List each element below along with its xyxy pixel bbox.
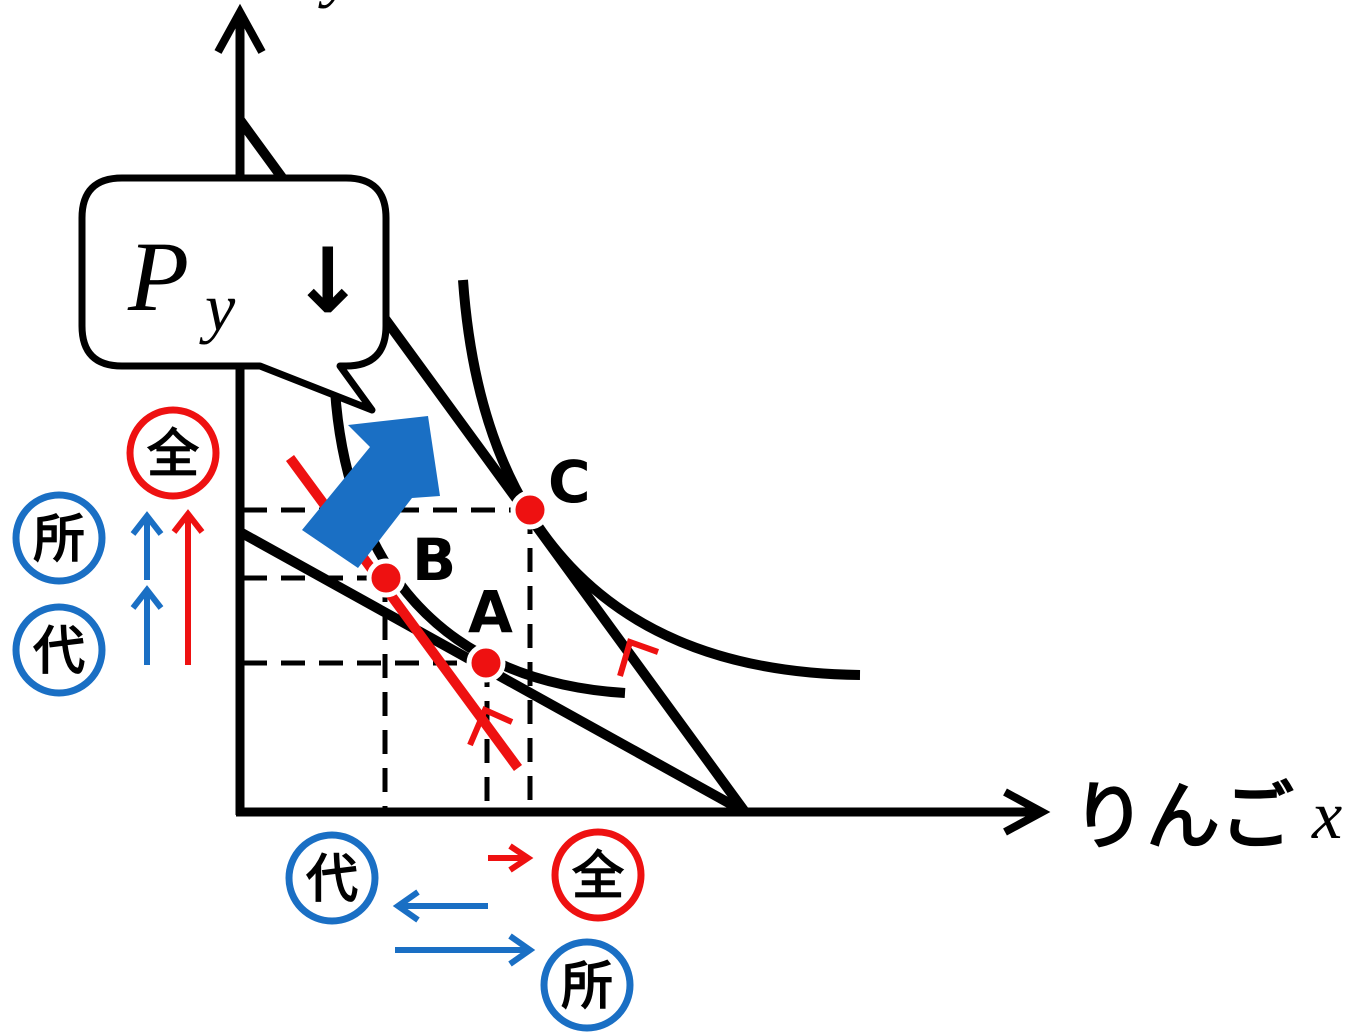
indifference-curve-high [458, 279, 861, 680]
point-c-marker [510, 490, 550, 530]
indifference-curve-low [330, 389, 626, 698]
substitution-effect-y-label: 代 [32, 622, 85, 682]
point-a-marker [466, 643, 506, 683]
income-effect-y-label: 所 [33, 510, 85, 570]
income-effect-x-label: 所 [561, 957, 613, 1017]
red-slope-marker-lower [467, 706, 514, 747]
income-y-arrowhead [130, 511, 164, 536]
x-axis-arrowhead [1003, 788, 1051, 836]
total-effect-y-label: 全 [146, 425, 200, 485]
total-x-arrowhead [508, 843, 534, 873]
total-effect-y-badge [126, 406, 220, 500]
price-callout: P y ↓ [78, 174, 390, 414]
shift-arrow-icon [302, 416, 440, 568]
total-y-arrowhead [171, 509, 205, 534]
x-axis-label: りんご [1072, 774, 1294, 860]
x-axis-variable: x [1311, 777, 1342, 853]
y-axis-variable: y [318, 0, 355, 9]
point-b-label: B [412, 526, 456, 594]
point-a-label: A [468, 578, 513, 646]
income-effect-y-badge [12, 491, 106, 585]
point-c: C [510, 448, 591, 530]
total-effect-x-badge [551, 828, 645, 922]
callout-symbol: P [127, 221, 189, 332]
point-c-label: C [548, 448, 591, 516]
substitution-x-arrowhead [392, 889, 420, 923]
point-a: A [466, 578, 513, 683]
total-effect-x-label: 全 [571, 847, 625, 907]
substitution-effect-x-badge [285, 831, 379, 925]
point-b-marker [366, 558, 406, 598]
y-axis-arrowhead [214, 3, 266, 54]
point-b: B [366, 526, 456, 598]
callout-down-arrow: ↓ [290, 229, 365, 334]
substitution-effect-y-badge [12, 603, 106, 697]
substitution-effect-x-label: 代 [305, 850, 358, 910]
substitution-y-arrowhead [130, 585, 164, 610]
x-effects: 代 全 所 [285, 828, 645, 1032]
income-x-arrowhead [508, 933, 536, 967]
red-slope-marker-upper [617, 638, 660, 677]
y-effects: 全 所 代 [12, 406, 220, 697]
axes [214, 3, 1051, 836]
callout-subscript: y [199, 269, 236, 345]
income-effect-x-badge [540, 938, 634, 1032]
callout-bubble [78, 174, 390, 414]
